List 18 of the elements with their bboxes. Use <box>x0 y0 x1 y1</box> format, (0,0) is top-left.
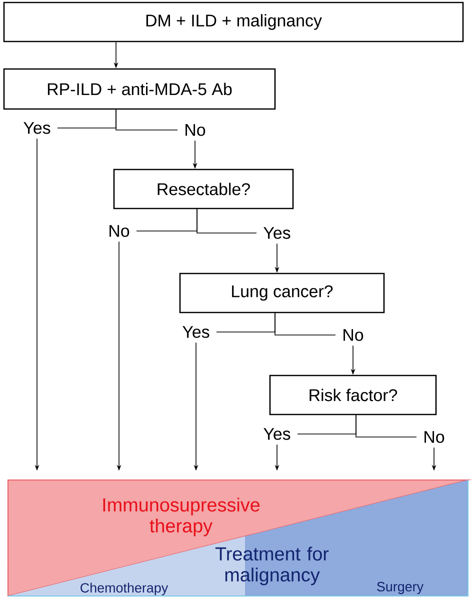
process-box: DM + ILD + malignancy <box>3 2 464 42</box>
process-box: Lung cancer? <box>179 272 385 314</box>
branch-label: Yes <box>264 428 290 440</box>
branch-label: No <box>424 431 444 443</box>
branch-label: No <box>110 225 130 237</box>
process-box: Risk factor? <box>269 374 437 416</box>
connector-line <box>116 109 178 130</box>
branch-label: No <box>186 124 206 136</box>
process-box: RP-ILD + anti-MDA-5 Ab <box>3 68 276 110</box>
connector-line <box>196 208 257 234</box>
connector-line <box>274 312 336 336</box>
branch-label: Yes <box>24 122 50 134</box>
branch-label: Yes <box>182 326 210 338</box>
branch-label: Yes <box>264 227 290 239</box>
node-label: Chemotherapy <box>80 582 168 596</box>
connector-line <box>356 414 417 438</box>
branch-label: No <box>344 329 364 341</box>
process-box: Resectable? <box>113 168 294 210</box>
